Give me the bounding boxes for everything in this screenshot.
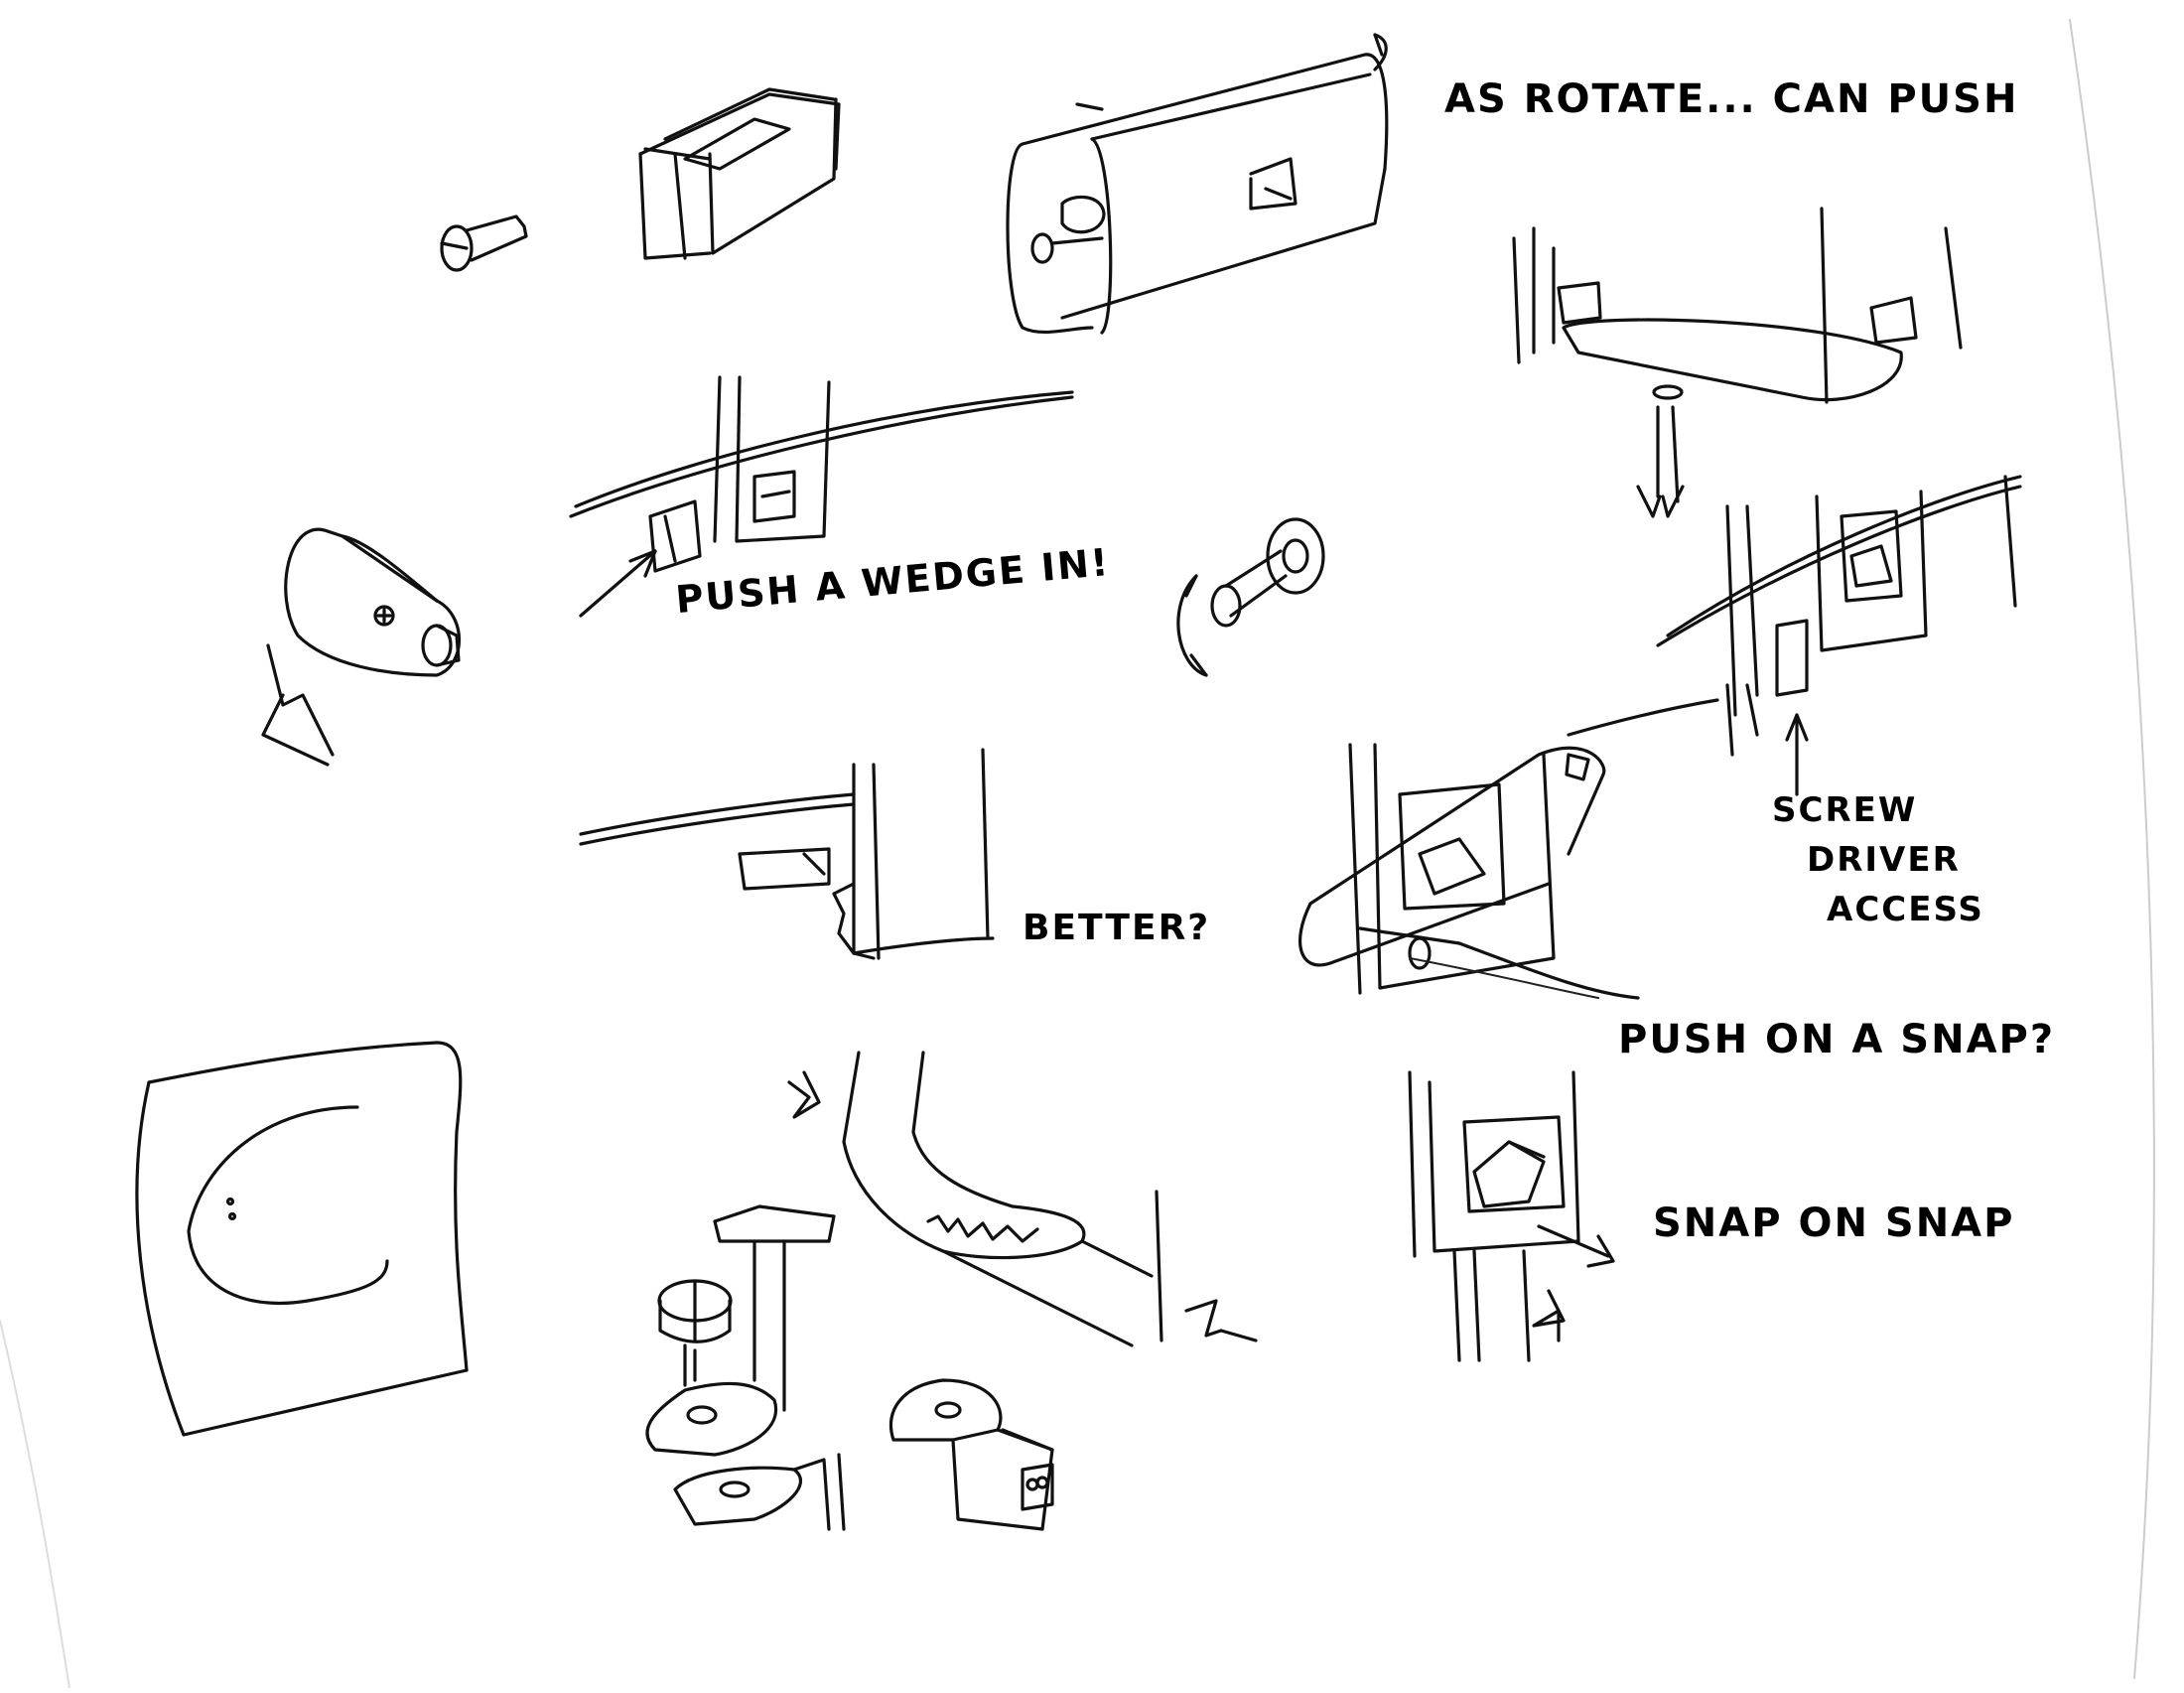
- page-edge: [0, 19, 2155, 1689]
- serrated-rail-sketch: [787, 1051, 1258, 1347]
- bracket-post-sketch: [645, 1204, 846, 1531]
- annotation-better: BETTER?: [1023, 908, 1211, 948]
- wedge-slot-sketch: [569, 375, 1074, 618]
- pin-sketch: [440, 214, 528, 272]
- tall-housing-sketch: [1512, 207, 1963, 518]
- axle-rotation-sketch: [1176, 517, 1325, 677]
- annotation-screw-line1: SCREW: [1772, 790, 1918, 830]
- rounded-bar-sketch: [261, 527, 461, 767]
- disc-block-sketch: [888, 1378, 1054, 1531]
- annotation-screw-line2: DRIVER: [1807, 840, 1961, 880]
- flat-panel-sketch: [135, 1041, 469, 1437]
- housing-rotate-sketch: [1006, 33, 1389, 335]
- annotation-snap-on-snap: SNAP ON SNAP: [1653, 1200, 2015, 1246]
- annotation-push-snap: PUSH ON A SNAP?: [1618, 1017, 2056, 1062]
- better-joint-sketch: [579, 748, 995, 960]
- leader-lines: [1409, 957, 1599, 999]
- annotation-rotate-push: AS ROTATE... CAN PUSH: [1444, 76, 2019, 122]
- annotation-screw-line3: ACCESS: [1827, 890, 1984, 929]
- snap-on-snap-sketch: [1408, 1070, 1615, 1362]
- snap-driver-sketch: [1298, 475, 2022, 1000]
- slotted-block-sketch: [638, 87, 841, 260]
